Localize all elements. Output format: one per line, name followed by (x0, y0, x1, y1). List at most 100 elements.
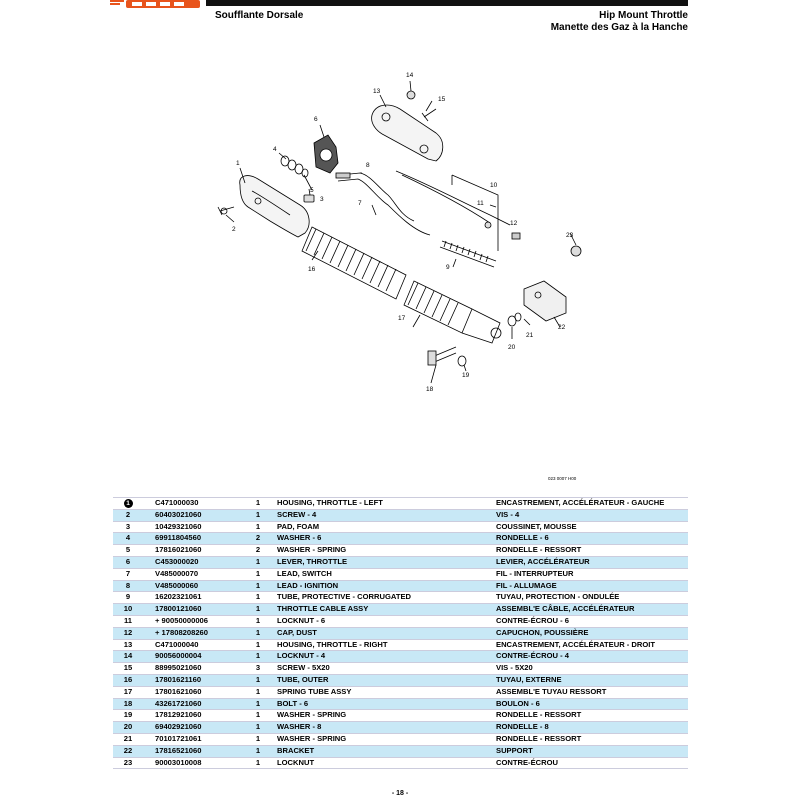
part-lead-8 (337, 178, 431, 236)
description-fr: FIL - INTERRUPTEUR (492, 567, 688, 581)
ref-number: 8 (113, 579, 143, 592)
part-number: 90003010008 (143, 756, 243, 770)
part-number: 88995021060 (143, 662, 243, 675)
callout-5: 5 (310, 187, 314, 194)
description-en: LEAD, SWITCH (273, 567, 492, 581)
ref-number: 15 (113, 662, 143, 675)
ref-number: 14 (113, 650, 143, 663)
callout-14: 14 (406, 72, 414, 79)
description-en: CAP, DUST (273, 626, 492, 640)
callout-10: 10 (490, 182, 498, 189)
ref-number: 20 (113, 721, 143, 734)
part-housing-left (239, 175, 310, 238)
description-en: SPRING TUBE ASSY (273, 685, 492, 699)
description-fr: ASSEMBL'E TUYAU RESSORT (492, 685, 688, 699)
quantity: 1 (243, 520, 273, 533)
description-fr: TUYAU, EXTERNE (492, 673, 688, 687)
part-number: 17801621060 (143, 685, 243, 699)
part-number: 17816021060 (143, 544, 243, 557)
description-fr: ENCASTREMENT, ACCÉLÉRATEUR - DROIT (492, 638, 688, 651)
figure-code: 023 0007 H00 (548, 476, 577, 481)
page-title-left: Soufflante Dorsale (215, 10, 304, 21)
quantity: 1 (243, 685, 273, 699)
description-en: LEVER, THROTTLE (273, 555, 492, 569)
description-fr: CAPUCHON, POUSSIÈRE (492, 626, 688, 640)
ref-number: 9 (113, 591, 143, 604)
ref-number: 10 (113, 603, 143, 616)
ref-number: 18 (113, 697, 143, 710)
part-number: 70101721061 (143, 732, 243, 746)
part-dust-cap-12 (511, 232, 521, 240)
part-number: 90056000004 (143, 650, 243, 663)
title-line-fr: Manette des Gaz à la Hanche (550, 22, 688, 33)
description-en: WASHER - 6 (273, 532, 492, 545)
part-number: V485000070 (143, 567, 243, 581)
description-en: LOCKNUT (273, 756, 492, 770)
description-en: WASHER - SPRING (273, 732, 492, 746)
part-washer-20 (507, 315, 517, 327)
callout-9: 9 (446, 264, 450, 271)
part-number: 60403021060 (143, 508, 243, 522)
quantity: 1 (243, 555, 273, 569)
description-fr: RONDELLE - RESSORT (492, 732, 688, 746)
quantity: 1 (243, 709, 273, 722)
quantity: 1 (243, 650, 273, 663)
quantity: 1 (243, 744, 273, 758)
description-fr: CONTRE-ÉCROU - 4 (492, 650, 688, 663)
description-fr: SUPPORT (492, 744, 688, 758)
part-housing-right (371, 104, 444, 162)
part-outer-tube-16 (301, 226, 407, 300)
description-fr: BOULON - 6 (492, 697, 688, 710)
description-fr: CONTRE-ÉCROU - 6 (492, 614, 688, 628)
ref-number: 23 (113, 756, 143, 770)
part-number: 17800121060 (143, 603, 243, 616)
part-screw-2 (217, 206, 235, 216)
quantity: 2 (243, 532, 273, 545)
ref-number: 6 (113, 555, 143, 569)
quantity: 1 (243, 697, 273, 710)
description-en: HOUSING, THROTTLE - RIGHT (273, 638, 492, 651)
part-washer-5b (301, 168, 309, 178)
ref-number: 21 (113, 732, 143, 746)
part-number: 17801621160 (143, 673, 243, 687)
ref-number: 7 (113, 567, 143, 581)
callout-4: 4 (273, 146, 277, 153)
description-en: THROTTLE CABLE ASSY (273, 603, 492, 616)
part-lead-7 (339, 172, 415, 222)
description-fr: VIS - 4 (492, 508, 688, 522)
part-screw-15 (421, 108, 437, 122)
part-number: 69402921060 (143, 721, 243, 734)
description-fr: COUSSINET, MOUSSE (492, 520, 688, 533)
description-en: LOCKNUT - 4 (273, 650, 492, 663)
part-number: 43261721060 (143, 697, 243, 710)
part-number: C471000040 (143, 638, 243, 651)
ref-number: 2 (113, 508, 143, 522)
part-number: 16202321061 (143, 591, 243, 604)
quantity: 1 (243, 508, 273, 522)
callout-7: 7 (358, 200, 362, 207)
description-en: TUBE, OUTER (273, 673, 492, 687)
part-washer-4a (280, 155, 290, 167)
callout-19: 19 (462, 372, 470, 379)
description-en: WASHER - SPRING (273, 544, 492, 557)
description-fr: RONDELLE - 8 (492, 721, 688, 734)
description-en: TUBE, PROTECTIVE - CORRUGATED (273, 591, 492, 604)
ref-number: 17 (113, 685, 143, 699)
description-en: SCREW - 4 (273, 508, 492, 522)
ref-number: 4 (113, 532, 143, 545)
part-washer-19 (457, 355, 467, 367)
